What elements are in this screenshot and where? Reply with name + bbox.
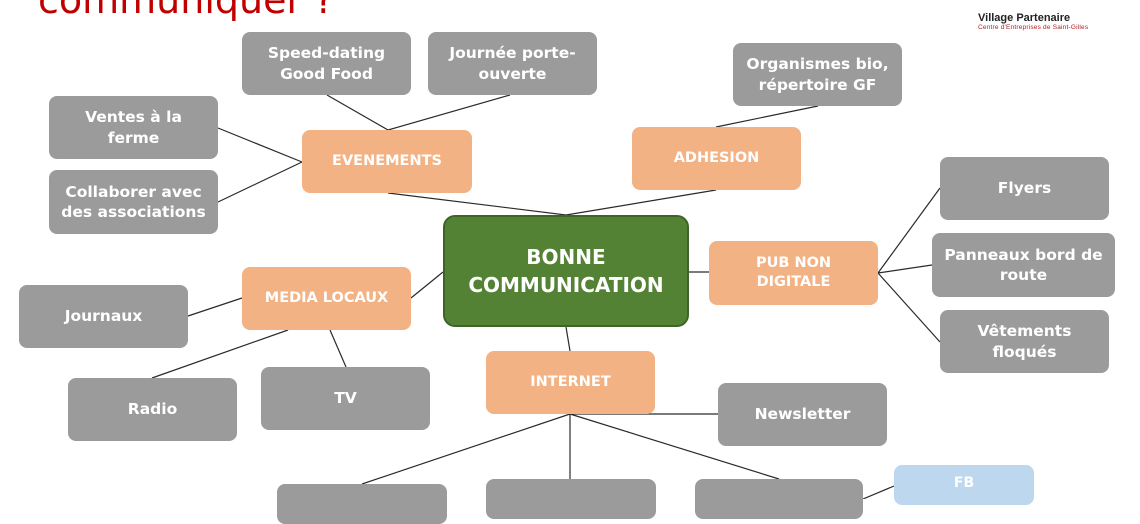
category-media-locaux: MEDIA LOCAUX	[242, 267, 411, 330]
edge-evenements-collaborer	[217, 161, 303, 203]
leaf-fb: FB	[894, 465, 1034, 505]
logo-name: Village Partenaire	[978, 12, 1071, 24]
category-adhesion: ADHESION	[632, 127, 801, 190]
village-partenaire-logo: Village Partenaire Centre d'Entreprises …	[978, 12, 1088, 31]
leaf-internet-channel-3	[695, 479, 863, 519]
center-node-bonne-communication: BONNE COMMUNICATION	[443, 215, 689, 327]
leaf-radio: Radio	[68, 378, 237, 441]
leaf-panneaux-bord-de-route: Panneaux bord de route	[932, 233, 1115, 297]
category-evenements: EVENEMENTS	[302, 130, 472, 193]
edge-media-journaux	[187, 297, 243, 317]
leaf-flyers: Flyers	[940, 157, 1109, 220]
leaf-ventes-a-la-ferme: Ventes à la ferme	[49, 96, 218, 159]
leaf-journee-porte-ouverte: Journée porte- ouverte	[428, 32, 597, 95]
edge-adhesion-bio	[715, 105, 819, 128]
leaf-journaux: Journaux	[19, 285, 188, 348]
edge-pub-vetements	[877, 272, 941, 343]
category-internet: INTERNET	[486, 351, 655, 414]
edge-evenements-porte-ouverte	[387, 94, 511, 131]
leaf-internet-channel-1	[277, 484, 447, 524]
leaf-speed-dating-good-food: Speed-dating Good Food	[242, 32, 411, 95]
edge-channel-3-fb	[862, 485, 895, 499]
leaf-newsletter: Newsletter	[718, 383, 887, 446]
edge-media-radio	[151, 329, 289, 379]
edge-adhesion-center	[565, 189, 717, 216]
leaf-tv: TV	[261, 367, 430, 430]
edge-evenements-center	[387, 192, 567, 216]
edge-center-internet	[565, 326, 571, 352]
edge-evenements-speed-dating	[326, 94, 389, 131]
connector-lines	[151, 94, 941, 499]
leaf-internet-channel-2	[486, 479, 656, 519]
logo-subtitle: Centre d'Entreprises de Saint-Gilles	[978, 24, 1089, 31]
edge-internet-channel-3	[569, 413, 780, 480]
leaf-vetements-floques: Vêtements floqués	[940, 310, 1109, 373]
edge-evenements-ventes	[217, 127, 303, 163]
category-pub-non-digitale: PUB NON DIGITALE	[709, 241, 878, 305]
edge-pub-panneaux	[877, 264, 933, 274]
edge-media-center	[410, 271, 444, 299]
page-title: communiquer ?	[38, 0, 335, 22]
edge-media-tv	[329, 329, 347, 368]
leaf-organismes-bio: Organismes bio, répertoire GF	[733, 43, 902, 106]
edge-internet-channel-1	[361, 413, 571, 485]
edge-pub-flyers	[877, 187, 941, 274]
leaf-collaborer-avec-associations: Collaborer avec des associations	[49, 170, 218, 234]
